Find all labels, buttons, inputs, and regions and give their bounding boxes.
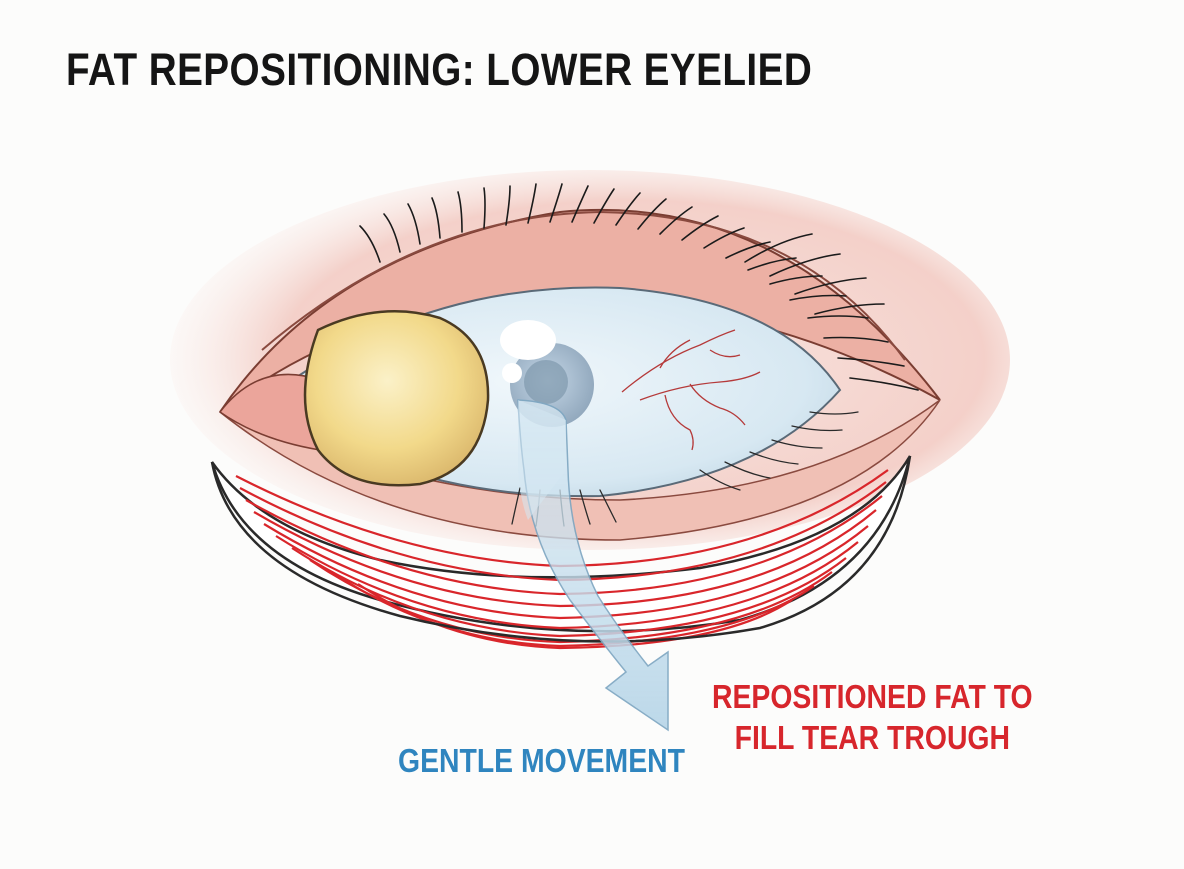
repositioned-fat-label-line1: REPOSITIONED FAT TO (712, 678, 1033, 715)
repositioned-fat-label-line2: FILL TEAR TROUGH (734, 719, 1011, 756)
reflection-small (502, 363, 522, 383)
arrow-shaft-upper (518, 400, 566, 520)
page-title: FAT REPOSITIONING: LOWER EYELIED (66, 44, 813, 95)
fat-pad (303, 310, 490, 487)
blood-vessels (621, 329, 761, 451)
gentle-movement-label: GENTLE MOVEMENT (398, 742, 685, 779)
repositioned-fat-label: REPOSITIONED FAT TO FILL TEAR TROUGH (712, 676, 1033, 758)
pupil (524, 360, 568, 404)
reflection-large (500, 320, 556, 360)
lower-lid-outer-edge (210, 455, 912, 643)
muscle-fibers (235, 469, 889, 650)
lower-eyelashes (511, 411, 859, 527)
lower-eyelid-skin (219, 399, 941, 541)
upper-eyelashes (359, 183, 919, 391)
